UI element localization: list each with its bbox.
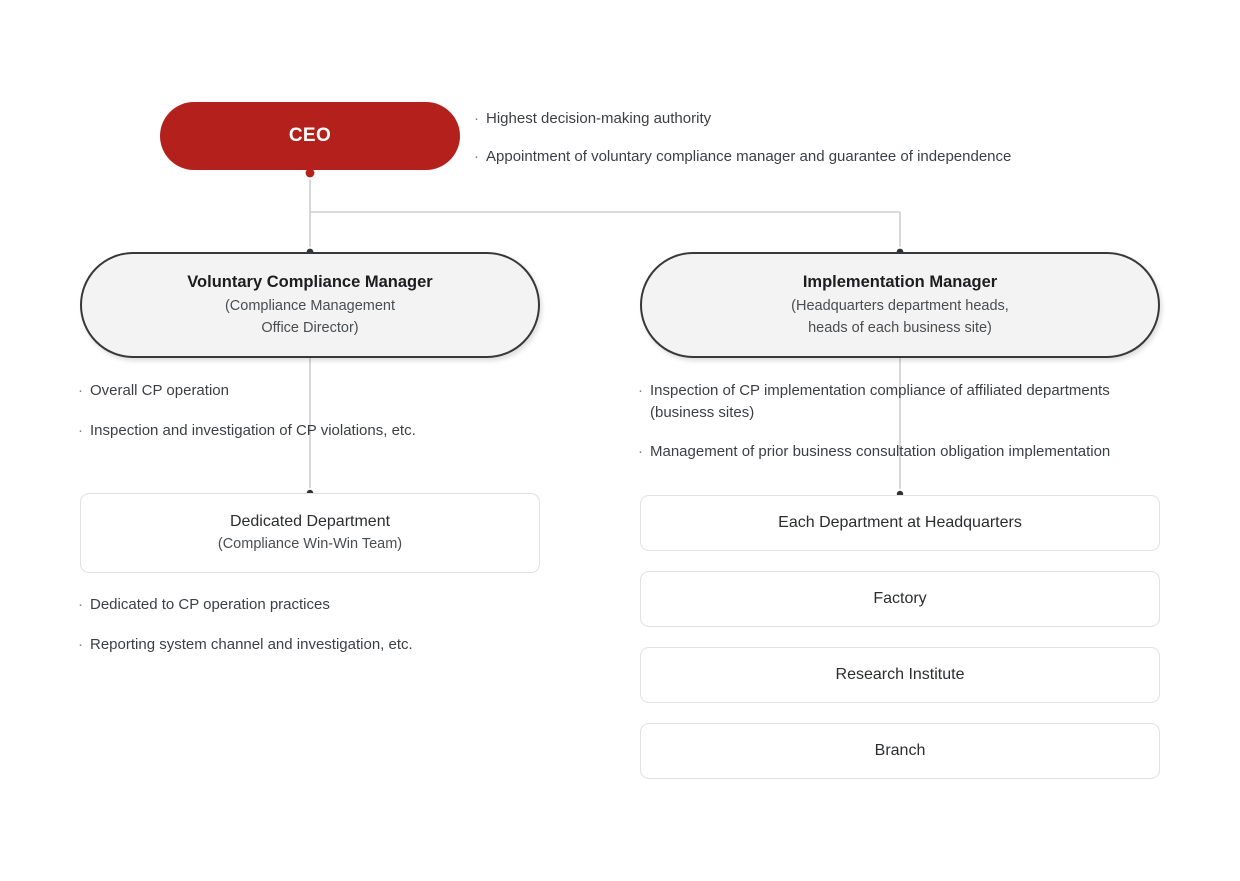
node-implementation-unit-label: Each Department at Headquarters: [778, 514, 1022, 531]
bullet-dot-icon: ·: [78, 421, 83, 439]
bullet-dot-icon: ·: [474, 110, 479, 127]
node-impl-subtitle-line2: heads of each business site): [808, 320, 992, 337]
node-impl-title: Implementation Manager: [802, 273, 998, 292]
vcm-bullet-list: · Overall CP operation · Inspection and …: [78, 380, 518, 460]
node-implementation-unit[interactable]: Factory: [640, 571, 1160, 627]
node-implementation-unit-label: Factory: [873, 590, 927, 607]
node-implementation-unit[interactable]: Research Institute: [640, 647, 1160, 703]
bullet-dot-icon: ·: [78, 596, 83, 613]
node-implementation-unit[interactable]: Branch: [640, 723, 1160, 779]
dedicated-department-bullet-text: Dedicated to CP operation practices: [90, 596, 330, 613]
node-ceo-label: CEO: [288, 125, 332, 146]
ceo-bullet-text: Appointment of voluntary compliance mana…: [486, 147, 1012, 165]
ceo-bullet-text: Highest decision-making authority: [486, 110, 712, 127]
ceo-bullet-item: · Appointment of voluntary compliance ma…: [474, 146, 1174, 168]
node-implementation-unit-label: Research Institute: [835, 666, 965, 683]
dedicated-department-bullet-list: · Dedicated to CP operation practices · …: [78, 594, 518, 674]
node-dedicated-department[interactable]: Dedicated Department (Compliance Win-Win…: [80, 493, 540, 573]
dedicated-department-bullet-item: · Reporting system channel and investiga…: [78, 634, 518, 656]
node-vcm-subtitle-line1: (Compliance Management: [224, 297, 396, 314]
bullet-dot-icon: ·: [474, 147, 479, 165]
bullet-dot-icon: ·: [78, 635, 83, 653]
node-implementation-manager[interactable]: Implementation Manager (Headquarters dep…: [640, 252, 1160, 358]
node-voluntary-compliance-manager[interactable]: Voluntary Compliance Manager (Compliance…: [80, 252, 540, 358]
ceo-bullet-list: · Highest decision-making authority · Ap…: [474, 108, 1174, 184]
vcm-bullet-item: · Inspection and investigation of CP vio…: [78, 420, 518, 442]
dedicated-department-bullet-item: · Dedicated to CP operation practices: [78, 594, 518, 616]
ceo-bullet-item: · Highest decision-making authority: [474, 108, 1174, 130]
implementation-bullet-item: · Inspection of CP implementation compli…: [638, 380, 1178, 424]
implementation-bullet-item: · Management of prior business consultat…: [638, 441, 1178, 463]
bullet-dot-icon: ·: [638, 442, 643, 460]
node-vcm-subtitle-line2: Office Director): [261, 320, 359, 337]
node-dedicated-department-title: Dedicated Department: [229, 513, 391, 531]
node-implementation-unit-label: Branch: [874, 742, 926, 759]
node-impl-subtitle-line1: (Headquarters department heads,: [791, 297, 1009, 314]
dedicated-department-bullet-text: Reporting system channel and investigati…: [90, 635, 413, 653]
vcm-bullet-item: · Overall CP operation: [78, 380, 518, 402]
vcm-bullet-text: Inspection and investigation of CP viola…: [90, 421, 416, 439]
implementation-bullet-text: Management of prior business consultatio…: [650, 442, 1111, 460]
implementation-bullet-list: · Inspection of CP implementation compli…: [638, 380, 1178, 479]
bullet-dot-icon: ·: [78, 382, 83, 399]
implementation-bullet-text: Inspection of CP implementation complian…: [650, 382, 1110, 421]
bullet-dot-icon: ·: [638, 382, 643, 399]
vcm-bullet-text: Overall CP operation: [90, 382, 229, 399]
node-ceo[interactable]: CEO: [160, 102, 460, 170]
node-implementation-unit[interactable]: Each Department at Headquarters: [640, 495, 1160, 551]
node-vcm-title: Voluntary Compliance Manager: [187, 273, 433, 292]
node-dedicated-department-subtitle: (Compliance Win-Win Team): [217, 536, 403, 553]
